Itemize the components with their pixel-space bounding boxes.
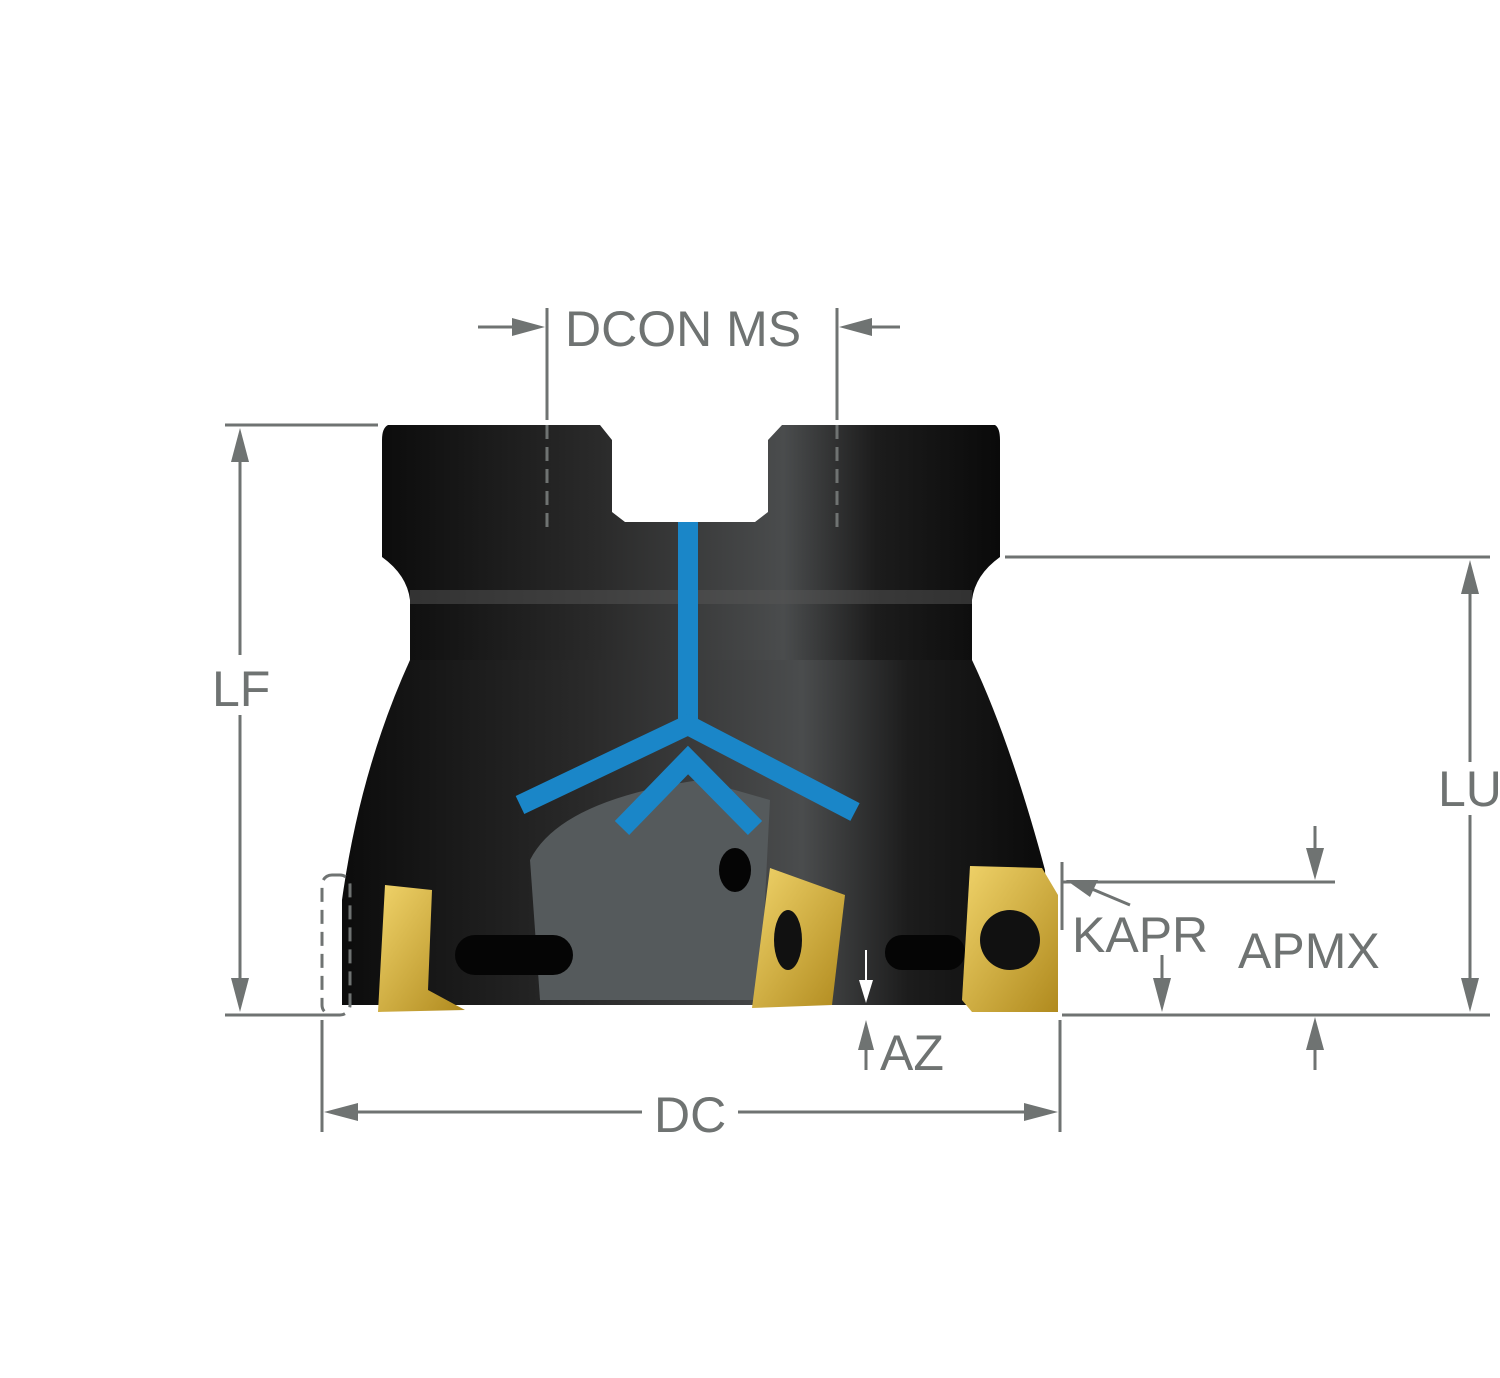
coolant-channel (515, 522, 860, 836)
label-az: AZ (880, 1025, 944, 1081)
insert-screw-icon (980, 910, 1040, 970)
dimension-apmx: KAPR APMX (1060, 826, 1380, 1070)
insert-screw-icon (774, 910, 802, 970)
label-kapr: KAPR (1072, 907, 1208, 963)
coolant-hole (719, 848, 751, 892)
screw-slot (455, 935, 573, 975)
label-lf: LF (212, 661, 270, 717)
chip-pocket (530, 780, 770, 1000)
label-dcon-ms: DCON MS (565, 301, 801, 357)
dimension-lf: LF (212, 423, 378, 1017)
dimension-az: AZ (858, 950, 944, 1081)
cutter-top-section (382, 425, 1000, 557)
label-apmx: APMX (1238, 923, 1380, 979)
dimension-dcon-ms: DCON MS (478, 301, 900, 535)
label-dc: DC (654, 1087, 726, 1143)
label-lu: LU (1438, 761, 1500, 817)
dimension-lu: LU (1005, 555, 1500, 1017)
cutting-inserts (378, 866, 1058, 1012)
dimension-dc: DC (320, 1020, 1062, 1143)
cutter-body (342, 425, 1050, 1005)
screw-slot (885, 935, 965, 970)
insert-left (378, 885, 465, 1012)
